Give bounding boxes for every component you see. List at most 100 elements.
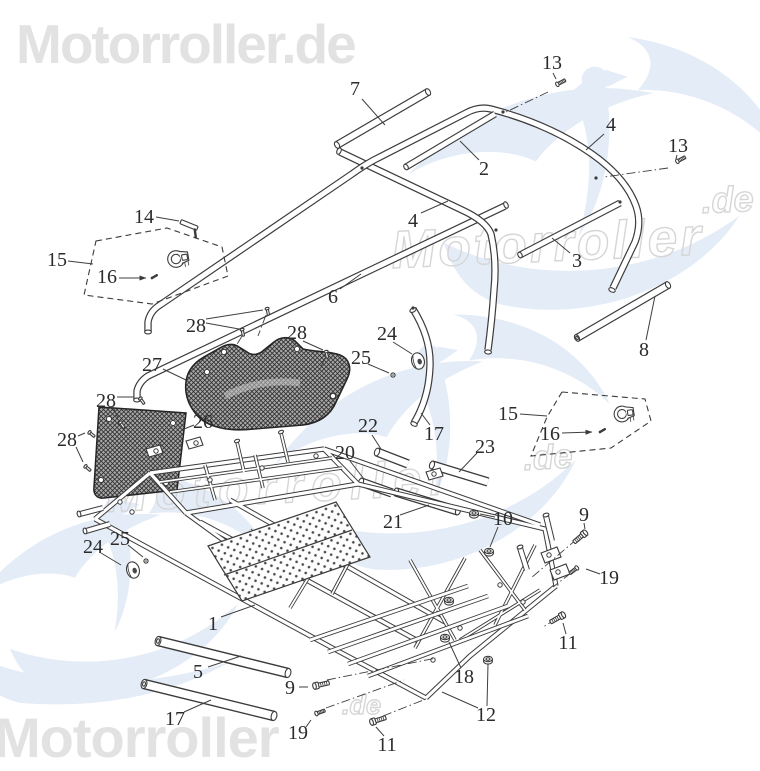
part-callout-4: 4 <box>408 210 418 232</box>
callout-leader <box>441 691 479 709</box>
dash-leader-lines <box>232 91 669 717</box>
attachment-points <box>360 110 622 310</box>
callout-leader <box>562 622 567 635</box>
callout-leader <box>100 552 122 566</box>
screw-icon <box>323 349 330 359</box>
part-callout-19: 19 <box>599 567 619 589</box>
callout-leader <box>675 154 678 160</box>
screw-icon <box>239 327 246 337</box>
cross-rods <box>140 88 672 722</box>
part-callout-25: 25 <box>351 347 371 369</box>
part-callout-19: 19 <box>288 722 308 744</box>
part-callout-11: 11 <box>558 632 577 654</box>
tube-clamp-icon <box>165 248 191 271</box>
part-callout-26: 26 <box>193 411 213 433</box>
round-cap-icon <box>125 561 141 579</box>
callout-leader <box>162 368 187 381</box>
callout-leader <box>305 719 312 728</box>
callout-leader <box>183 424 195 430</box>
part-callout-9: 9 <box>285 677 295 699</box>
part-callout-23: 23 <box>475 436 495 458</box>
part-callout-24: 24 <box>83 536 103 558</box>
callout-leader <box>371 434 382 450</box>
dash-dot-line <box>505 91 549 113</box>
callout-leader <box>183 699 212 713</box>
small-screw-icon <box>150 273 159 280</box>
screw-icon <box>568 565 580 575</box>
attachment-dot <box>411 306 415 310</box>
part-callout-17: 17 <box>424 423 444 445</box>
callout-leader <box>585 133 605 151</box>
tube-clamp-icon <box>612 404 636 425</box>
watermark-text-middle-left-de: .de <box>522 437 573 478</box>
flange-nut-icon <box>483 655 493 665</box>
callout-leader <box>207 655 242 668</box>
part-callout-28: 28 <box>287 322 307 344</box>
callout-leader <box>112 406 119 419</box>
part-callout-28: 28 <box>96 390 116 412</box>
callout-leader <box>479 513 496 518</box>
small-screw-icon <box>598 427 607 434</box>
part-callout-11: 11 <box>377 734 396 756</box>
callout-leader <box>349 460 365 480</box>
watermark-text-bottom: Motorroller <box>0 706 279 769</box>
part-callout-10: 10 <box>493 508 513 530</box>
dash-dot-line <box>603 167 669 178</box>
dash-dot-line <box>382 698 427 717</box>
attachment-dot <box>360 166 364 170</box>
floor-boards <box>207 501 371 602</box>
callout-leader <box>458 452 478 473</box>
part-callout-15: 15 <box>498 403 518 425</box>
screw-icon <box>264 306 271 316</box>
callout-leader <box>205 309 264 320</box>
part-callout-16: 16 <box>540 423 560 445</box>
part-callout-21: 21 <box>383 511 403 533</box>
clamp-box-right <box>530 391 652 457</box>
callout-leader <box>448 641 462 669</box>
callout-leader <box>392 341 413 355</box>
small-screw-icon <box>143 558 149 564</box>
part-callout-25: 25 <box>110 528 130 550</box>
dash-dot-line <box>530 538 578 579</box>
callout-leader <box>585 568 601 575</box>
roll-cage-tubes <box>133 104 643 427</box>
callout-leader <box>339 273 362 290</box>
round-cap-icon <box>410 352 426 370</box>
part-callout-18: 18 <box>454 666 474 688</box>
callout-leader <box>489 526 499 548</box>
flange-nut-icon <box>440 633 450 643</box>
flange-nut-icon <box>469 509 479 519</box>
part-callout-7: 7 <box>350 78 360 100</box>
part-callout-28: 28 <box>57 429 77 451</box>
screw-icon <box>314 708 326 717</box>
part-callout-12: 12 <box>476 704 496 726</box>
watermark-text-bottom-de: .de <box>342 690 381 720</box>
part-callout-4: 4 <box>606 114 616 136</box>
screw-icon <box>555 78 567 88</box>
callout-leader <box>420 412 431 426</box>
dash-dot-line <box>326 657 437 681</box>
attachment-dot <box>594 176 598 180</box>
dash-dot-line <box>232 335 243 352</box>
part-callout-16: 16 <box>97 266 117 288</box>
callout-leader <box>420 200 449 214</box>
bolt-icon <box>572 529 589 545</box>
attachment-dot <box>501 110 505 114</box>
main-frame <box>76 429 571 701</box>
callout-leader <box>75 446 84 463</box>
callout-leader <box>367 363 390 374</box>
dash-dot-line <box>257 314 267 337</box>
callout-leader <box>645 295 656 341</box>
part-callout-17: 17 <box>165 708 185 730</box>
part-callout-2: 2 <box>479 158 489 180</box>
callout-leader <box>519 413 548 417</box>
part-callout-1: 1 <box>208 613 218 635</box>
callout-leader <box>155 216 180 222</box>
screw-icon <box>675 155 687 165</box>
bolt-icon <box>312 680 330 690</box>
part-callout-8: 8 <box>639 339 649 361</box>
dash-dot-line <box>318 357 326 372</box>
attachment-dot <box>618 200 622 204</box>
watermark-text-top: Motorroller.de <box>16 13 355 75</box>
